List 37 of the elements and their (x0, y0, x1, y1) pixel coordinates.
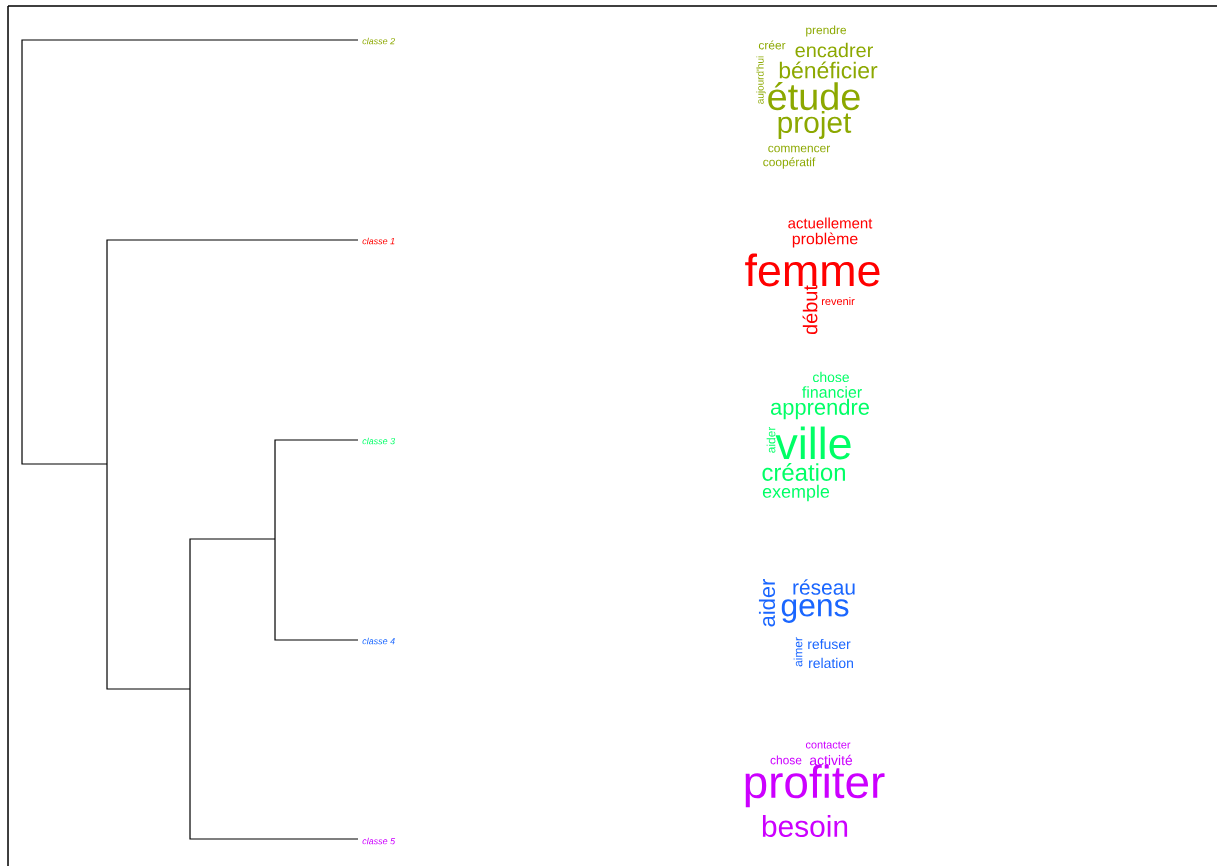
cloud-word: étude (768, 81, 860, 111)
cloud-word: contacter (805, 741, 851, 749)
cloud-word: actuellement (788, 217, 873, 229)
cloud-word: exemple (762, 484, 830, 502)
cloud-word: aujourd'hui (756, 56, 766, 104)
cloud-word: profiter (745, 764, 885, 808)
cloud-word: problème (792, 232, 858, 248)
cloud-word: chose (813, 371, 849, 383)
cloud-word: prendre (806, 25, 847, 37)
cloud-word: coopératif (763, 157, 816, 169)
class-label: classe 1 (362, 237, 395, 245)
cloud-word: aider (758, 579, 776, 627)
cloud-word: encadrer (795, 42, 873, 58)
cloud-word: création (762, 463, 845, 481)
cloud-word: revenir (822, 297, 855, 305)
class-label: classe 4 (362, 637, 395, 645)
cloud-word: projet (778, 111, 852, 139)
cloud-word: bénéficier (779, 61, 878, 79)
cloud-word: réseau (793, 579, 855, 595)
cloud-word: relation (809, 657, 853, 669)
cloud-word: commencer (768, 145, 830, 153)
cloud-word: début (802, 285, 818, 335)
cloud-word: aider (766, 426, 776, 453)
class-label: classe 2 (362, 37, 395, 45)
cloud-word: financier (802, 386, 862, 398)
cloud-word: apprendre (771, 398, 869, 420)
cloud-word: gens (781, 599, 849, 623)
class-label: classe 5 (362, 837, 396, 845)
cloud-word: activité (809, 754, 853, 766)
cloud-word: femme (745, 253, 880, 287)
class-label: classe 3 (362, 437, 395, 445)
cloud-word: créer (758, 40, 786, 50)
cloud-word: ville (775, 426, 851, 460)
cloud-word: besoin (762, 815, 848, 837)
cloud-word: aimer (793, 637, 803, 667)
cloud-word: refuser (808, 638, 851, 650)
cloud-word: chose (770, 755, 802, 765)
